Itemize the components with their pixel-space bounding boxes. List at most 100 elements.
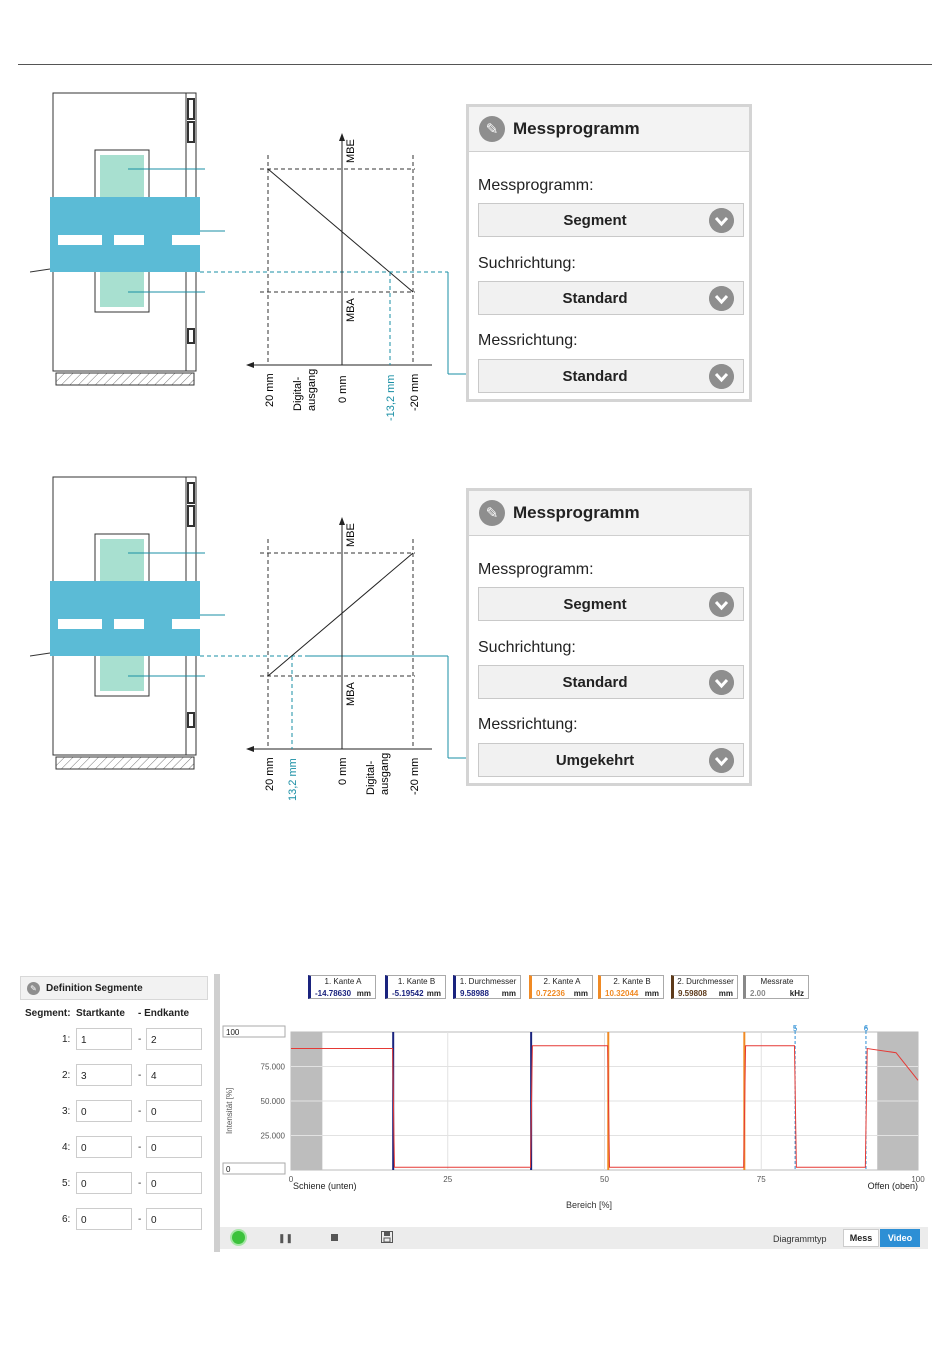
chip-unit: mm — [573, 989, 588, 998]
segment-panel-title: Definition Segmente — [46, 982, 143, 994]
segment-row: 4:0-0 — [18, 1136, 214, 1160]
segment-row: 2:3-4 — [18, 1064, 214, 1088]
tick-13: 13,2 mm — [287, 758, 299, 801]
chip-value: 0.72236 — [536, 989, 565, 998]
stop-icon[interactable] — [331, 1234, 338, 1241]
chip-value: -5.19542 — [392, 989, 424, 998]
messprogramm-panel-2: ✎ Messprogramm Messprogramm: Segment Suc… — [466, 488, 752, 786]
segment-number: 4: — [62, 1142, 71, 1153]
messrichtung-select[interactable]: Standard — [478, 359, 744, 393]
end-edge-input[interactable]: 2 — [146, 1028, 202, 1050]
chevron-down-icon — [709, 670, 734, 695]
tick-13: -13,2 mm — [385, 375, 397, 421]
suchrichtung-select[interactable]: Standard — [478, 281, 744, 315]
segment-row: 1: 1-2 — [18, 1028, 214, 1052]
end-edge-input[interactable]: 0 — [146, 1172, 202, 1194]
suchrichtung-label: Suchrichtung: — [478, 639, 576, 656]
x-tick-label: 0 — [289, 1175, 294, 1184]
start-edge-input[interactable]: 0 — [76, 1208, 132, 1230]
header-rule — [18, 64, 932, 65]
chip-value: 2.00 — [750, 989, 766, 998]
y-axis-label: Intensität [%] — [225, 1088, 234, 1134]
segment-definition-panel: ✎ Definition Segmente Segment: Startkant… — [18, 974, 220, 1252]
pencil-icon[interactable]: ✎ — [479, 116, 505, 142]
segment-number: 1: — [62, 1034, 71, 1045]
chip-value: 9.59808 — [678, 989, 707, 998]
tick-20: 20 mm — [264, 373, 276, 407]
chip-label: 1. Kante B — [397, 977, 436, 986]
pencil-icon[interactable]: ✎ — [27, 981, 40, 995]
chevron-down-icon — [709, 208, 734, 233]
chip-value: -14.78630 — [315, 989, 352, 998]
y-tick-label: 50.000 — [261, 1097, 286, 1106]
chevron-down-icon — [709, 592, 734, 617]
select-value: Standard — [562, 290, 628, 307]
pause-icon[interactable]: ❚❚ — [278, 1233, 294, 1243]
end-edge-input[interactable]: 4 — [146, 1064, 202, 1086]
chevron-down-icon — [709, 748, 734, 773]
messrichtung-label: Messrichtung: — [478, 332, 578, 349]
messprogramm-select[interactable]: Segment — [478, 203, 744, 237]
segment-number: 5: — [62, 1178, 71, 1189]
save-icon[interactable] — [381, 1231, 393, 1243]
tick-ausgang: ausgang — [306, 369, 318, 411]
segment-marker-label: 5 — [793, 1024, 798, 1033]
ymin-input-text: 0 — [226, 1165, 231, 1174]
segment-number: 3: — [62, 1106, 71, 1117]
select-value: Standard — [562, 674, 628, 691]
chip-label: 2. Durchmesser — [677, 977, 734, 986]
panel-title: Messprogramm — [513, 503, 640, 522]
panel-header: ✎ Messprogramm — [469, 491, 749, 536]
messprogramm-select[interactable]: Segment — [478, 587, 744, 621]
chip-unit: mm — [426, 989, 441, 998]
y-tick-label: 75.000 — [261, 1063, 286, 1072]
x-tick-label: 75 — [757, 1175, 766, 1184]
end-edge-input[interactable]: 0 — [146, 1208, 202, 1230]
chip-unit: mm — [718, 989, 733, 998]
tick-neg20: -20 mm — [409, 758, 421, 795]
ymax-input-text: 100 — [226, 1028, 240, 1037]
chip-unit: kHz — [789, 989, 804, 998]
mess-button[interactable]: Mess — [843, 1229, 879, 1247]
end-edge-input[interactable]: 0 — [146, 1100, 202, 1122]
start-edge-input[interactable]: 0 — [76, 1172, 132, 1194]
messrichtung-label: Messrichtung: — [478, 716, 578, 733]
start-edge-input[interactable]: 1 — [76, 1028, 132, 1050]
select-value: Standard — [562, 368, 628, 385]
left-end-label: Schiene (unten) — [293, 1181, 357, 1191]
select-value: Umgekehrt — [555, 752, 635, 769]
suchrichtung-select[interactable]: Standard — [478, 665, 744, 699]
range-dash: - — [138, 1106, 142, 1117]
messprogramm-label: Messprogramm: — [478, 177, 594, 194]
chip-label: 2. Kante A — [543, 977, 581, 986]
measurement-chip: 2. Kante A 0.72236 mm — [529, 975, 593, 999]
intensity-series-line — [291, 1045, 919, 1168]
y-tick-label: 25.000 — [261, 1132, 286, 1141]
pencil-icon[interactable]: ✎ — [479, 500, 505, 526]
range-dash: - — [138, 1034, 142, 1045]
start-edge-input[interactable]: 3 — [76, 1064, 132, 1086]
start-edge-input[interactable]: 0 — [76, 1136, 132, 1158]
ymax-input — [222, 1025, 286, 1038]
chip-label: 1. Durchmesser — [459, 977, 517, 986]
chip-value: 10.32044 — [605, 989, 639, 998]
mbe-label: MBE — [345, 139, 357, 163]
messrichtung-select[interactable]: Umgekehrt — [478, 743, 744, 777]
tick-0: 0 mm — [337, 758, 349, 786]
segment-row: 5:0-0 — [18, 1172, 214, 1196]
x-axis-label: Bereich [%] — [566, 1200, 613, 1210]
segment-panel-header: ✎ Definition Segmente — [20, 976, 208, 1000]
end-edge-input[interactable]: 0 — [146, 1136, 202, 1158]
mba-label: MBA — [345, 682, 357, 707]
start-edge-input[interactable]: 0 — [76, 1100, 132, 1122]
tick-digital: Digital- — [365, 760, 377, 795]
video-button[interactable]: Video — [880, 1229, 920, 1247]
mbe-label: MBE — [345, 523, 357, 547]
status-led-icon — [232, 1231, 245, 1244]
